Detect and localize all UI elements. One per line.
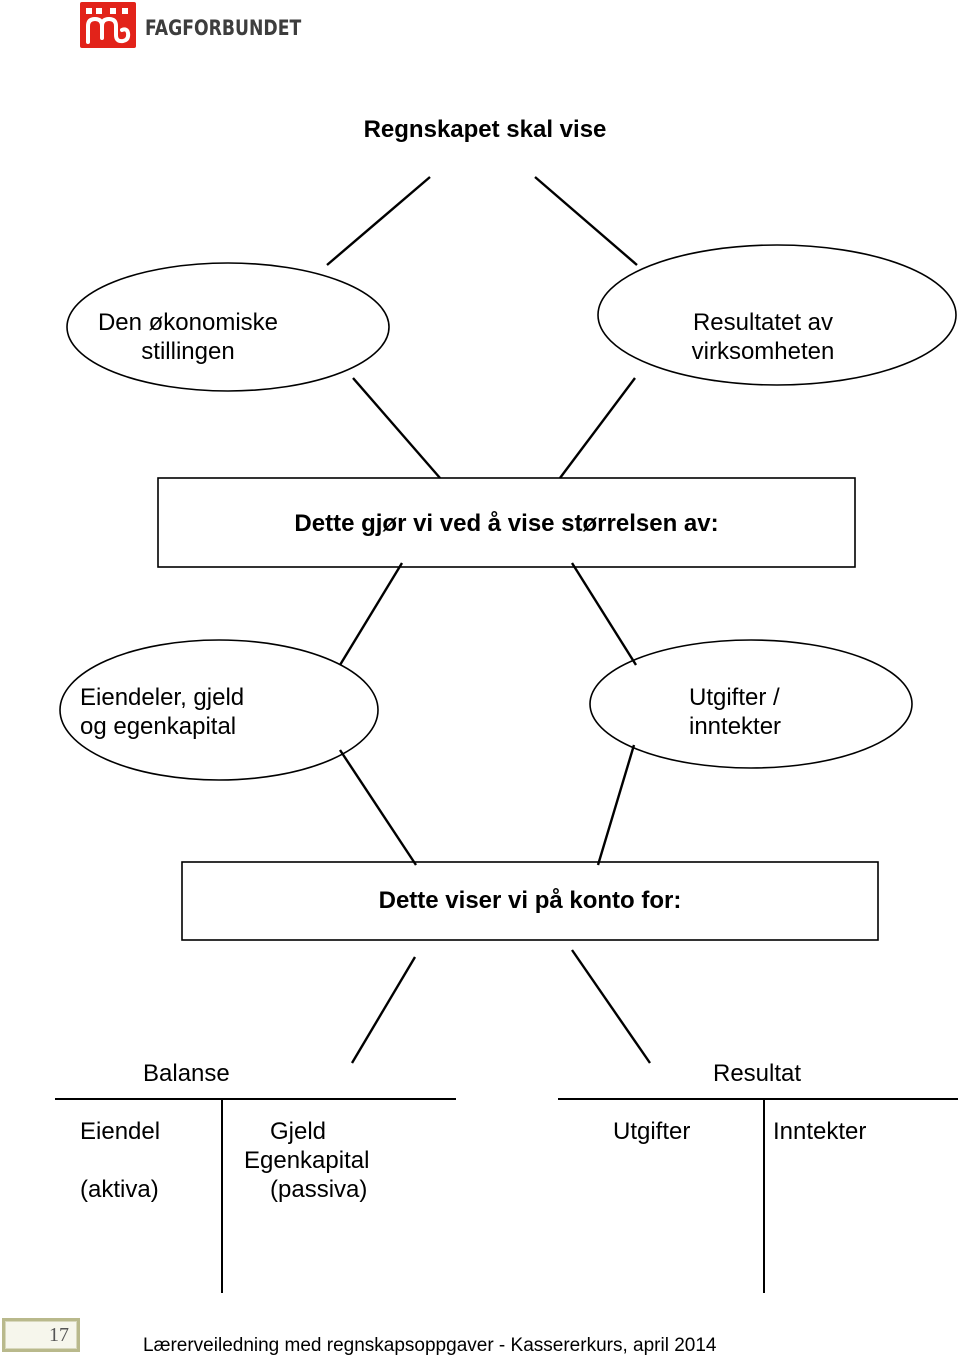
connector-line — [326, 176, 431, 266]
result-credit-label: Inntekter — [773, 1118, 867, 1145]
label-line: inntekter — [689, 713, 782, 740]
ellipse-business-result — [597, 244, 957, 386]
result-debit-label: Utgifter — [613, 1118, 691, 1145]
connector-line — [559, 377, 636, 479]
page-number-badge: 17 — [2, 1318, 80, 1352]
ellipse-assets-liabilities-equity-label: Eiendeler, gjeld og egenkapital — [80, 683, 244, 741]
box-shows-size-of — [157, 477, 856, 568]
result-account-title: Resultat — [713, 1060, 802, 1087]
ellipse-business-result-label: Resultatet av virksomheten — [613, 308, 913, 366]
ellipse-assets-liabilities-equity — [59, 639, 379, 781]
diagram-title: Regnskapet skal vise — [363, 116, 607, 143]
label-line: Utgifter / — [689, 684, 780, 711]
ellipse-expenses-income — [589, 639, 913, 769]
connector-line — [534, 176, 638, 266]
box-shown-on-accounts-label: Dette viser vi på konto for: — [378, 887, 682, 914]
balance-credit-label: Egenkapital — [244, 1147, 370, 1174]
balance-debit-label: Eiendel — [80, 1118, 161, 1145]
label-line: virksomheten — [691, 338, 835, 365]
box-shown-on-accounts — [181, 861, 879, 941]
page-number: 17 — [49, 1324, 69, 1346]
balance-credit-note: (passiva) — [270, 1176, 368, 1203]
label-line: Resultatet av — [692, 309, 834, 336]
connector-line — [570, 562, 638, 666]
ellipse-economic-position-label: Den økonomiske stillingen — [68, 308, 308, 366]
balance-credit-label: Gjeld — [270, 1118, 327, 1145]
connector-line — [338, 749, 418, 866]
logo-icon — [80, 2, 136, 48]
label-line: og egenkapital — [80, 713, 237, 740]
connector-line — [352, 377, 441, 479]
connector-line — [596, 744, 636, 866]
footer-text: Lærerveiledning med regnskapsoppgaver - … — [143, 1335, 717, 1356]
connector-line — [571, 949, 651, 1064]
connector-line — [350, 956, 417, 1064]
label-line: Eiendeler, gjeld — [80, 684, 245, 711]
balance-account-title: Balanse — [143, 1060, 230, 1087]
ellipse-expenses-income-label: Utgifter / inntekter — [689, 683, 781, 741]
balance-debit-note: (aktiva) — [80, 1176, 159, 1203]
label-line: stillingen — [141, 338, 235, 365]
brand-name: FAGFORBUNDET — [145, 16, 302, 40]
connector-line — [338, 562, 404, 666]
ellipse-economic-position — [66, 262, 390, 392]
label-line: Den økonomiske — [97, 309, 279, 336]
box-shows-size-of-label: Dette gjør vi ved å vise størrelsen av: — [294, 509, 719, 537]
